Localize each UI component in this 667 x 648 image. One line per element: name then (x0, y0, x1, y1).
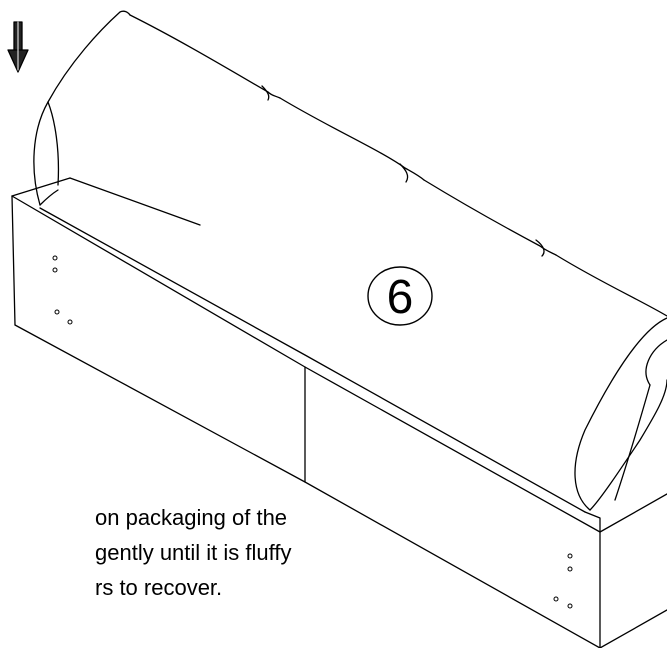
down-arrow-icon (7, 21, 29, 73)
screw-holes-left (52, 255, 73, 325)
step-number: 6 (387, 271, 414, 324)
instruction-text: on packaging of the gently until it is f… (0, 500, 380, 605)
step-number-badge (367, 266, 433, 326)
screw-holes-right (553, 553, 573, 609)
instruction-line: rs to recover. (95, 575, 223, 600)
base-box (11, 177, 667, 648)
rolled-cushion (33, 10, 667, 511)
instruction-line: on packaging of the (95, 505, 288, 530)
instruction-line: gently until it is fluffy (95, 540, 292, 565)
